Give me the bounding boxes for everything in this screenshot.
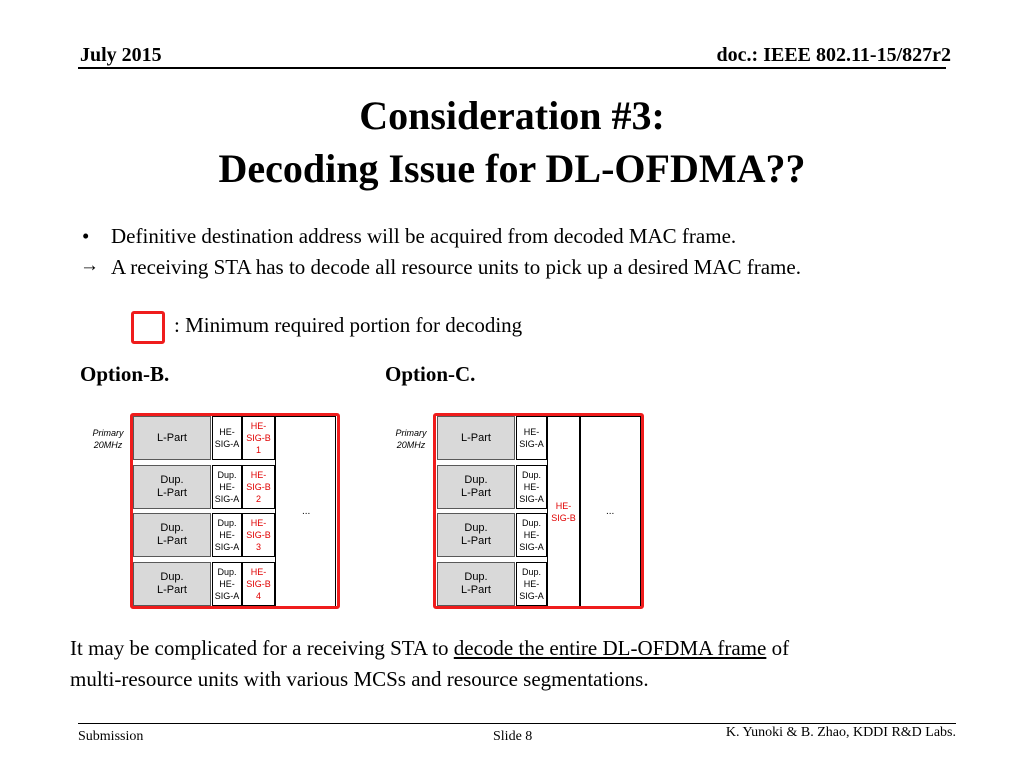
option-c-dup-l-part: Dup.L-Part xyxy=(437,513,515,557)
option-c-label: Option-C. xyxy=(385,362,476,386)
conclusion-line-1: It may be complicated for a receiving ST… xyxy=(70,636,790,660)
option-b-dup-l-part: Dup.L-Part xyxy=(133,465,211,509)
bullet-text-2: A receiving STA has to decode all resour… xyxy=(111,255,801,279)
option-b-primary-label: Primary 20MHz xyxy=(92,428,124,450)
option-b-label: Option-B. xyxy=(80,362,170,386)
conclusion-line-2: multi-resource units with various MCSs a… xyxy=(70,667,649,691)
option-b-dup-l-part: Dup.L-Part xyxy=(133,513,211,557)
option-c-ellipsis: ... xyxy=(606,506,615,517)
option-c-l-part: L-Part xyxy=(437,416,515,460)
option-c-he-sig-a: HE-SIG-A xyxy=(516,416,547,460)
conclusion-emphasis: decode the entire DL-OFDMA frame xyxy=(453,636,767,660)
footer-author: K. Yunoki & B. Zhao, KDDI R&D Labs. xyxy=(725,725,956,740)
option-c-decode-highlight xyxy=(433,413,644,609)
option-c-dup-he-sig-a: Dup.HE-SIG-A xyxy=(516,513,547,557)
bullet-text-1: Definitive destination address will be a… xyxy=(111,224,737,248)
slide-title-line2: Decoding Issue for DL-OFDMA?? xyxy=(218,146,806,191)
option-b-ellipsis: ... xyxy=(302,506,311,517)
legend-red-box xyxy=(131,311,165,344)
legend-text: : Minimum required portion for decoding xyxy=(174,313,523,337)
footer-rule xyxy=(78,723,956,725)
option-c-payload-area xyxy=(580,416,641,607)
option-c-he-sig-b: HE-SIG-B xyxy=(547,416,580,607)
option-b-dup-l-part: Dup.L-Part xyxy=(133,562,211,606)
header-rule xyxy=(78,67,946,69)
bullet-marker: • xyxy=(82,224,90,248)
footer-slide-number: Slide 8 xyxy=(493,729,533,744)
option-b-dup-he-sig-a: Dup.HE-SIG-A xyxy=(212,513,242,557)
header-date: July 2015 xyxy=(80,44,162,66)
option-b-decode-highlight xyxy=(130,413,340,609)
slide-title-line1: Consideration #3: xyxy=(359,93,665,138)
option-b-l-part: L-Part xyxy=(133,416,211,460)
footer-submission: Submission xyxy=(78,729,144,744)
header-doc-id: doc.: IEEE 802.11-15/827r2 xyxy=(716,44,951,66)
option-b-he-sig-a: HE-SIG-A xyxy=(212,416,242,460)
option-c-dup-he-sig-a: Dup.HE-SIG-A xyxy=(516,465,547,509)
option-c-dup-l-part: Dup.L-Part xyxy=(437,465,515,509)
option-b-payload-area xyxy=(275,416,336,607)
option-c-dup-l-part: Dup.L-Part xyxy=(437,562,515,606)
option-b-dup-he-sig-a: Dup.HE-SIG-A xyxy=(212,465,242,509)
option-c-dup-he-sig-a: Dup.HE-SIG-A xyxy=(516,562,547,606)
arrow-right-icon: → xyxy=(80,255,99,276)
option-c-primary-label: Primary 20MHz xyxy=(395,428,427,450)
option-b-dup-he-sig-a: Dup.HE-SIG-A xyxy=(212,562,242,606)
